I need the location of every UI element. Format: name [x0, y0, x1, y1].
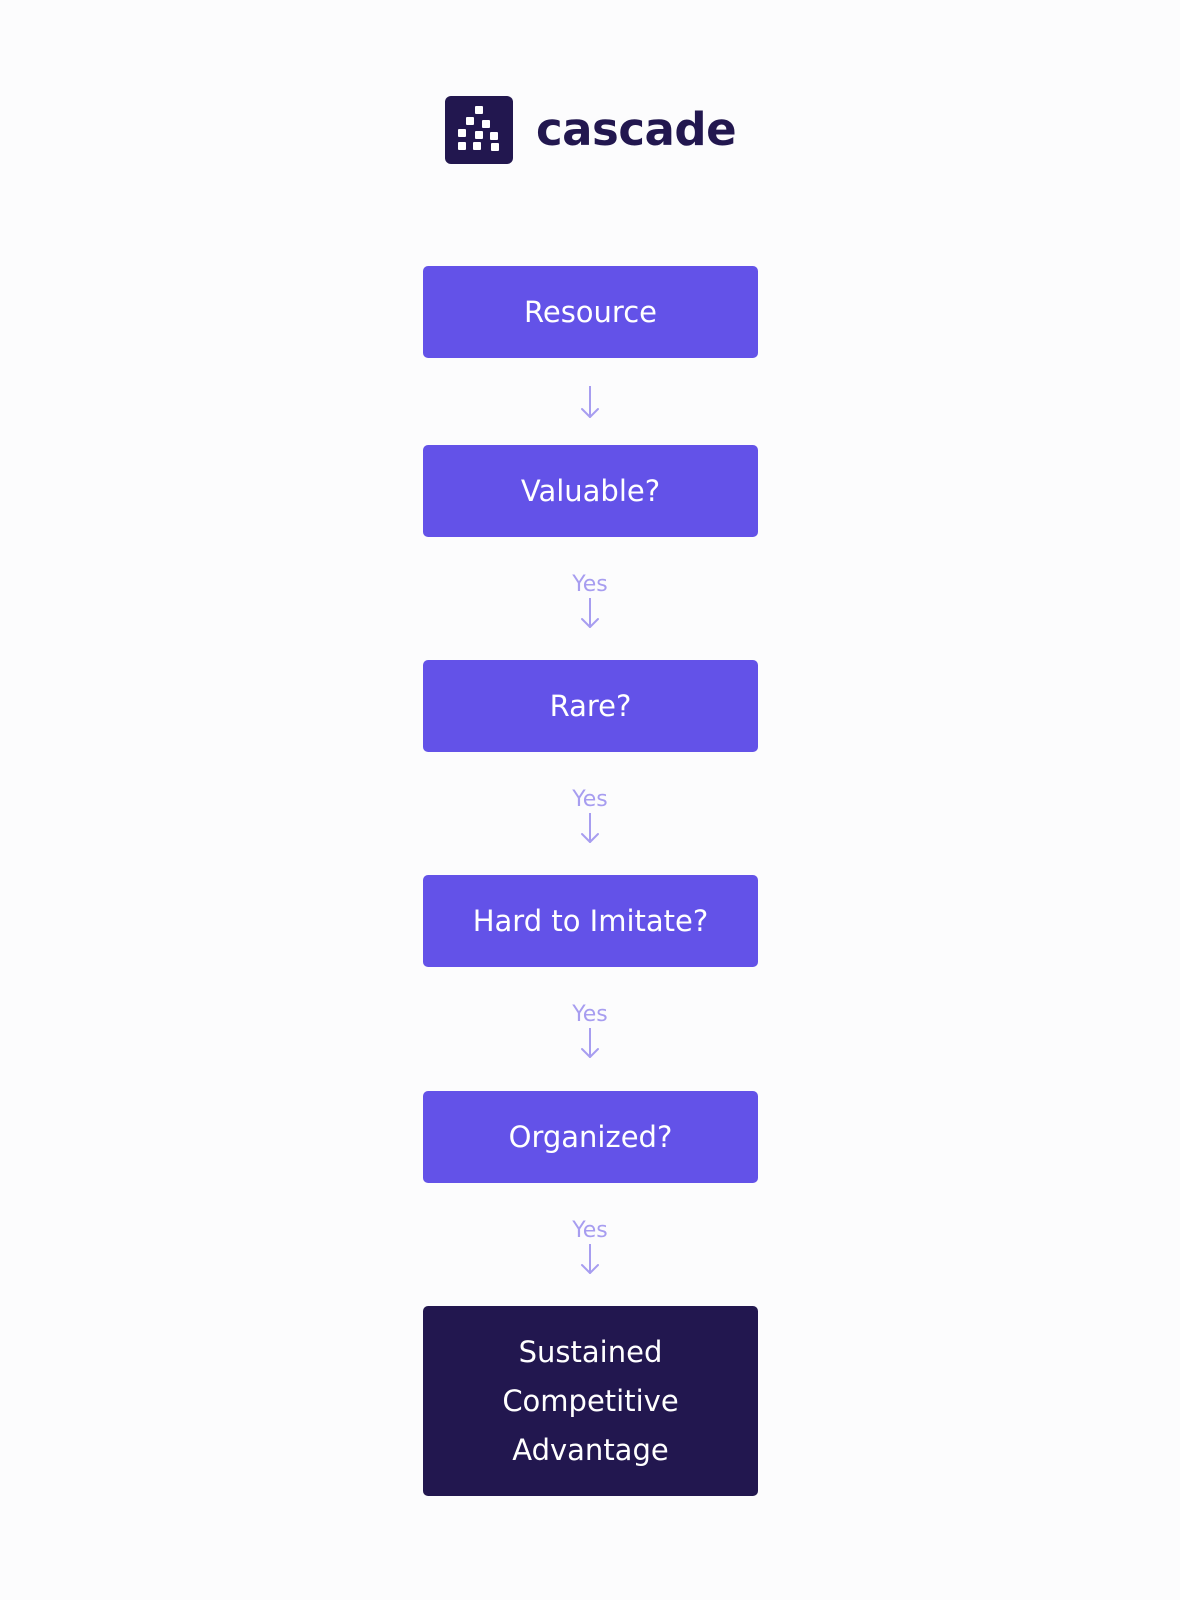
brand-logo: cascade: [445, 96, 737, 164]
flow-node-label: Valuable?: [520, 474, 661, 508]
flow-node-sustained-competitive-advantage: Sustained Competitive Advantage: [423, 1306, 758, 1496]
flow-node-organized: Organized?: [423, 1091, 758, 1183]
edge-label: Yes: [572, 572, 608, 597]
flow-edge: [540, 386, 640, 420]
arrow-down-icon: [581, 1244, 599, 1274]
flow-edge: Yes: [540, 787, 640, 845]
flow-node-rare: Rare?: [423, 660, 758, 752]
flow-node-hard-to-imitate: Hard to Imitate?: [423, 875, 758, 967]
flow-node-label: Rare?: [549, 689, 632, 723]
edge-label: Yes: [572, 1002, 608, 1027]
arrow-down-icon: [581, 598, 599, 628]
edge-label: Yes: [572, 1218, 608, 1243]
flow-node-label: Resource: [524, 295, 657, 329]
flow-edge: Yes: [540, 1002, 640, 1060]
flow-edge: Yes: [540, 1218, 640, 1276]
arrow-down-icon: [581, 813, 599, 843]
arrow-down-icon: [581, 386, 599, 418]
arrow-down-icon: [581, 1028, 599, 1058]
flow-edge: Yes: [540, 572, 640, 630]
brand-name: cascade: [536, 103, 737, 156]
flow-node-label: Organized?: [508, 1120, 673, 1154]
edge-label: Yes: [572, 787, 608, 812]
flow-node-label: Sustained Competitive Advantage: [502, 1334, 679, 1467]
flow-node-valuable: Valuable?: [423, 445, 758, 537]
cascade-logo-icon: [445, 96, 513, 164]
flow-node-resource: Resource: [423, 266, 758, 358]
flow-node-label: Hard to Imitate?: [472, 904, 709, 938]
